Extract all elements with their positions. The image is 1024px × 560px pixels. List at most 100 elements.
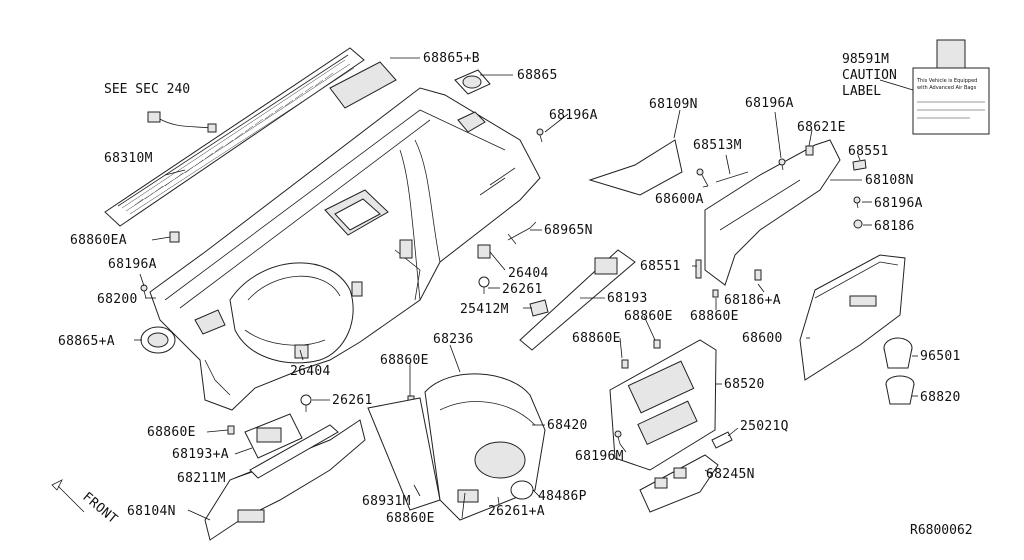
trim-strip xyxy=(249,424,339,479)
callout-68600: 68600 xyxy=(742,331,783,346)
callout-68860e-2: 68860E xyxy=(147,425,196,440)
fastener xyxy=(478,276,490,294)
callout-26404-1: 26404 xyxy=(290,364,331,379)
ring xyxy=(510,480,534,500)
glovebox xyxy=(799,254,906,381)
callout-68420: 68420 xyxy=(547,418,588,433)
speaker-grille xyxy=(454,69,491,95)
caution-label-sticker: This Vehicle is Equipped with Advanced A… xyxy=(912,39,990,135)
callout-68860e-6: 68860E xyxy=(690,309,739,324)
clip xyxy=(653,339,661,349)
callout-68865: 68865 xyxy=(517,68,558,83)
callout-25412m: 25412M xyxy=(460,302,509,317)
wire-harness xyxy=(147,111,217,133)
clip xyxy=(805,145,814,156)
callout-68196a-1: 68196A xyxy=(549,108,598,123)
screw xyxy=(614,430,622,445)
callout-26261-2: 26261 xyxy=(502,282,543,297)
callout-68865b: 68865+B xyxy=(423,51,480,66)
caution-label-line2: LABEL xyxy=(842,84,881,99)
see-section-note: SEE SEC 240 xyxy=(104,82,190,97)
front-label: FRONT xyxy=(79,490,120,528)
callout-26404-2: 26404 xyxy=(508,266,549,281)
callout-68600a: 68600A xyxy=(655,192,704,207)
callout-68108n: 68108N xyxy=(865,173,914,188)
bolt xyxy=(696,168,709,187)
leader-lines xyxy=(134,57,918,521)
callout-68186a: 68186+A xyxy=(724,293,781,308)
callout-68193: 68193 xyxy=(607,291,648,306)
callout-68211m: 68211M xyxy=(177,471,226,486)
callout-68236: 68236 xyxy=(433,332,474,347)
bumper xyxy=(853,219,863,229)
callout-68860e-4: 68860E xyxy=(624,309,673,324)
callout-68965n: 68965N xyxy=(544,223,593,238)
screw xyxy=(853,196,861,209)
callout-68860e-1: 68860E xyxy=(380,353,429,368)
callout-68196a-4: 68196A xyxy=(874,196,923,211)
cup-holder-insert xyxy=(885,375,915,405)
callout-26261a: 26261+A xyxy=(488,504,545,519)
speaker-cover xyxy=(140,326,176,354)
instrument-panel xyxy=(149,87,541,411)
callout-68860e-5: 68860E xyxy=(572,331,621,346)
clip-26404 xyxy=(477,244,491,259)
bracket xyxy=(695,259,702,279)
callout-68865a: 68865+A xyxy=(58,334,115,349)
screw xyxy=(536,128,544,143)
caution-label-part: 98591M xyxy=(842,52,889,67)
wiring-bracket xyxy=(507,221,537,245)
clip-68860ea xyxy=(169,231,180,243)
sticker-text-1: This Vehicle is Equipped xyxy=(916,78,977,84)
center-bezel xyxy=(609,339,717,471)
front-arrow: FRONT xyxy=(51,479,120,528)
clip xyxy=(712,289,719,298)
center-finisher xyxy=(519,249,636,351)
callout-68520: 68520 xyxy=(724,377,765,392)
callout-68820: 68820 xyxy=(920,390,961,405)
callout-68860e-3: 68860E xyxy=(386,511,435,526)
screw xyxy=(778,158,786,171)
sticker-text-2: with Advanced Air Bags xyxy=(917,85,977,91)
callout-68310m: 68310M xyxy=(104,151,153,166)
callout-68551-1: 68551 xyxy=(848,144,889,159)
callout-96501: 96501 xyxy=(920,349,961,364)
bumper xyxy=(754,269,762,281)
sensor xyxy=(711,431,733,449)
callout-68513m: 68513M xyxy=(693,138,742,153)
fastener xyxy=(300,394,312,412)
diagram-reference: R6800062 xyxy=(910,523,973,538)
bracket-box xyxy=(588,139,683,196)
callout-68196a-2: 68196A xyxy=(108,257,157,272)
cup-holder xyxy=(883,337,913,369)
callout-68193a: 68193+A xyxy=(172,447,229,462)
callout-68621e: 68621E xyxy=(797,120,846,135)
callout-68245n: 68245N xyxy=(706,467,755,482)
clip xyxy=(227,425,235,435)
callout-labels: SEE SEC 240 68865+B 68865 68310M 68196A … xyxy=(58,51,973,538)
callout-68186: 68186 xyxy=(874,219,915,234)
callout-68109n: 68109N xyxy=(649,97,698,112)
callout-48486p: 48486P xyxy=(538,489,587,504)
caution-label-line1: CAUTION xyxy=(842,68,897,83)
defroster-grille xyxy=(104,47,365,227)
callout-68196m: 68196M xyxy=(575,449,624,464)
glovebox-housing xyxy=(704,139,841,286)
sensor-cover xyxy=(329,61,397,109)
callout-68551-2: 68551 xyxy=(640,259,681,274)
connector xyxy=(529,299,549,317)
switch-panel xyxy=(639,454,719,513)
callout-25021q: 25021Q xyxy=(740,419,789,434)
bumper xyxy=(852,159,867,171)
clip-26404 xyxy=(294,344,309,359)
rod xyxy=(715,171,749,183)
finisher xyxy=(244,413,303,459)
callout-68196a-3: 68196A xyxy=(745,96,794,111)
clip xyxy=(621,359,629,369)
callout-68860ea: 68860EA xyxy=(70,233,127,248)
callout-68931m: 68931M xyxy=(362,494,411,509)
callout-68104n: 68104N xyxy=(127,504,176,519)
screw xyxy=(140,284,148,299)
callout-68200: 68200 xyxy=(97,292,138,307)
